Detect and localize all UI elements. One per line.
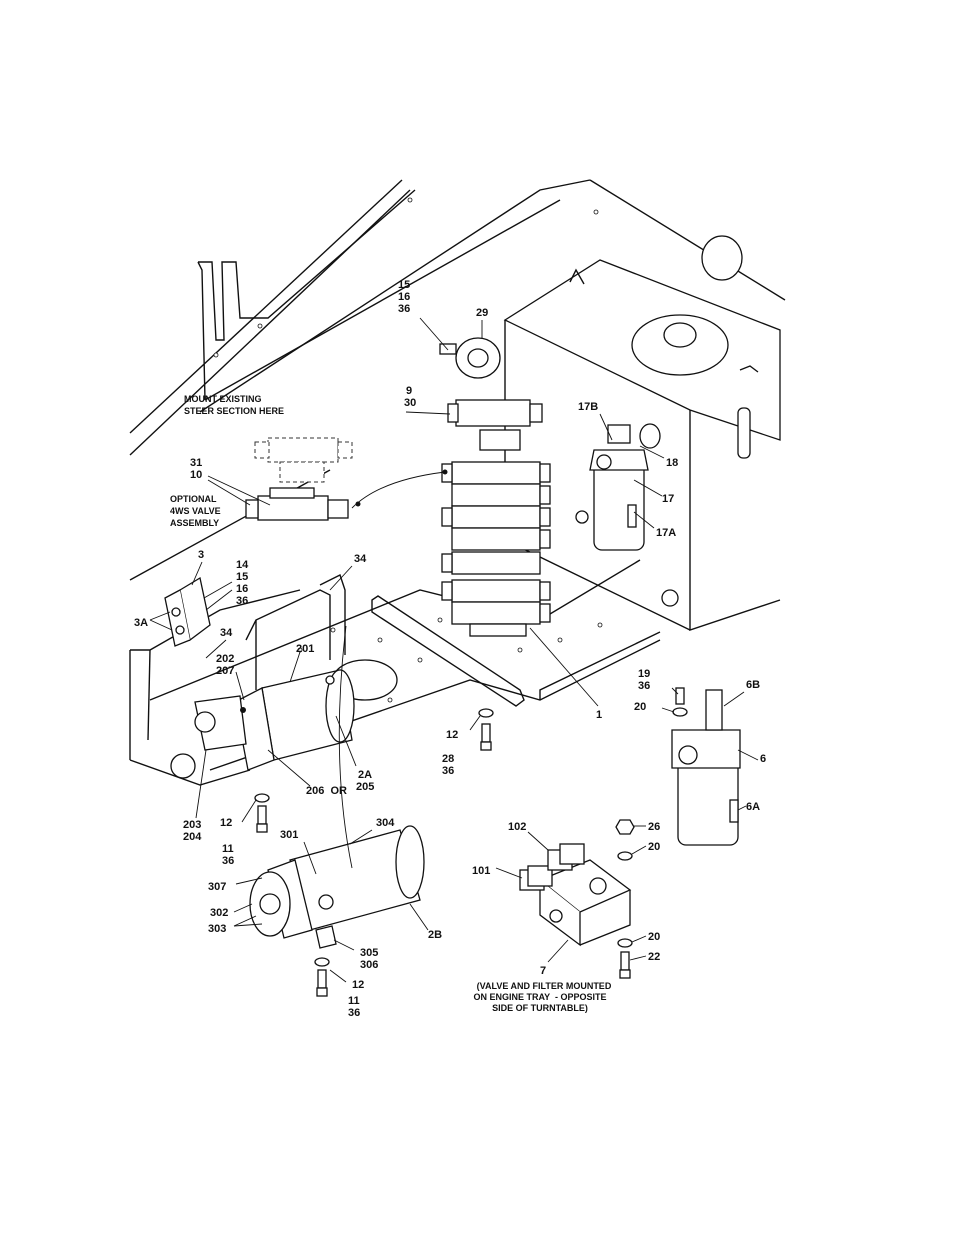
callout-labels: 15 16 36 29 9 30 17B 18 17 17A 31 10 3 1… — [134, 279, 766, 1019]
motor-2B — [249, 825, 425, 949]
note-optional-line3: ASSEMBLY — [170, 518, 219, 528]
callout-306: 306 — [360, 959, 378, 971]
callout-20c: 20 — [648, 931, 660, 943]
callout-26: 26 — [648, 821, 660, 833]
callout-18: 18 — [666, 457, 678, 469]
callout-10: 10 — [190, 469, 202, 481]
callout-17b: 17B — [578, 401, 598, 413]
callout-9: 9 — [406, 385, 412, 397]
callout-301: 301 — [280, 829, 298, 841]
callout-11b: 11 — [348, 995, 360, 1007]
callout-102: 102 — [508, 821, 526, 833]
callout-36b: 36 — [236, 595, 248, 607]
motor-2A — [170, 669, 355, 779]
note-mount-existing-line1: MOUNT EXISTING — [184, 394, 262, 404]
callout-304: 304 — [376, 817, 395, 829]
callout-29: 29 — [476, 307, 488, 319]
callout-16: 16 — [398, 291, 410, 303]
callout-20b: 20 — [648, 841, 660, 853]
callout-3a: 3A — [134, 617, 148, 629]
hydraulic-tank — [503, 259, 781, 631]
callout-6: 6 — [760, 753, 766, 765]
callout-16b: 16 — [236, 583, 248, 595]
callout-17: 17 — [662, 493, 674, 505]
callout-11a: 11 — [222, 843, 234, 855]
callout-303: 303 — [208, 923, 226, 935]
callout-201: 201 — [296, 643, 314, 655]
callout-36f: 36 — [348, 1007, 360, 1019]
callout-22: 22 — [648, 951, 660, 963]
filter-6 — [671, 689, 741, 846]
valve-7 — [519, 843, 632, 947]
callout-7: 7 — [540, 965, 546, 977]
callout-20a: 20 — [634, 701, 646, 713]
callout-15b: 15 — [236, 571, 248, 583]
callout-307: 307 — [208, 881, 226, 893]
fasteners — [254, 337, 688, 997]
steer-valve-section — [245, 437, 448, 521]
valve-bank — [441, 399, 551, 637]
callout-6a: 6A — [746, 801, 760, 813]
callout-36d: 36 — [442, 765, 454, 777]
callout-206-or: 206 OR — [306, 785, 347, 797]
callout-1: 1 — [596, 709, 602, 721]
callout-202: 202 — [216, 653, 234, 665]
callout-19: 19 — [638, 668, 650, 680]
callout-28: 28 — [442, 753, 454, 765]
callout-34-upper: 34 — [354, 553, 367, 565]
callout-36c: 36 — [638, 680, 650, 692]
callout-17a: 17A — [656, 527, 676, 539]
callout-205: 205 — [356, 781, 374, 793]
callout-15: 15 — [398, 279, 410, 291]
callout-30: 30 — [404, 397, 416, 409]
note-optional-line1: OPTIONAL — [170, 494, 217, 504]
callout-36e: 36 — [222, 855, 234, 867]
callout-3: 3 — [198, 549, 204, 561]
callout-12c: 12 — [352, 979, 364, 991]
note-mount-existing-line2: STEER SECTION HERE — [184, 406, 284, 416]
note-valve-filter-line1: (VALVE AND FILTER MOUNTED — [477, 981, 612, 991]
notes: MOUNT EXISTING STEER SECTION HERE OPTION… — [170, 394, 612, 1013]
callout-2a: 2A — [358, 769, 372, 781]
callout-305: 305 — [360, 947, 378, 959]
callout-34-lower: 34 — [220, 627, 233, 639]
callout-31: 31 — [190, 457, 202, 469]
callout-203: 203 — [183, 819, 201, 831]
note-valve-filter-line3: SIDE OF TURNTABLE) — [492, 1003, 588, 1013]
note-valve-filter-line2: ON ENGINE TRAY - OPPOSITE — [473, 992, 606, 1002]
callout-12a: 12 — [446, 729, 458, 741]
callout-302: 302 — [210, 907, 228, 919]
callout-14: 14 — [236, 559, 249, 571]
leader-lines — [149, 317, 759, 983]
callout-204: 204 — [183, 831, 202, 843]
note-optional-line2: 4WS VALVE — [170, 506, 221, 516]
filter-17 — [575, 423, 661, 551]
callout-2b: 2B — [428, 929, 442, 941]
callout-12b: 12 — [220, 817, 232, 829]
callout-207: 207 — [216, 665, 234, 677]
callout-6b: 6B — [746, 679, 760, 691]
callout-101: 101 — [472, 865, 490, 877]
callout-36: 36 — [398, 303, 410, 315]
valve-block-3 — [164, 576, 211, 647]
